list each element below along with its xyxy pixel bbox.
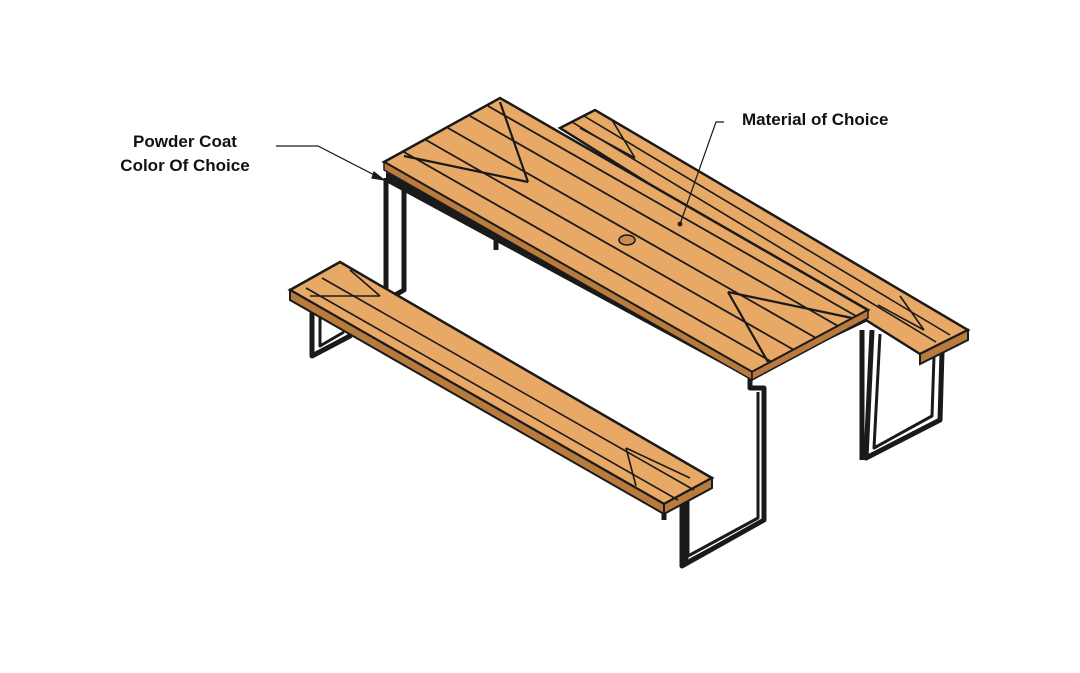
near-bench-edge	[289, 288, 665, 516]
powder-coat-label-line1: Powder Coat	[133, 132, 237, 151]
table-braces	[403, 101, 853, 363]
leader-lines	[276, 121, 724, 227]
table-top-edge-right	[751, 308, 869, 382]
umbrella-hole	[618, 234, 636, 246]
material-label: Material of Choice	[742, 110, 889, 129]
near-bench-edge-right	[663, 476, 713, 516]
near-bench-slats	[305, 269, 695, 501]
table-left-leg	[383, 178, 407, 303]
material-leader-dot	[677, 221, 683, 227]
table	[381, 96, 871, 569]
powder-coat-arrowhead	[371, 170, 387, 181]
material-leader	[679, 121, 724, 225]
far-bench-edge	[919, 328, 969, 366]
powder-coat-leader	[276, 145, 385, 181]
material-callout: Material of Choice	[742, 108, 888, 132]
powder-coat-callout: Powder Coat Color Of Choice	[100, 130, 270, 178]
far-bench-slats	[571, 115, 951, 343]
far-bench-frame	[863, 329, 945, 461]
powder-coat-label-line2: Color Of Choice	[120, 156, 250, 175]
table-slats	[403, 105, 857, 363]
near-bench	[287, 260, 715, 562]
